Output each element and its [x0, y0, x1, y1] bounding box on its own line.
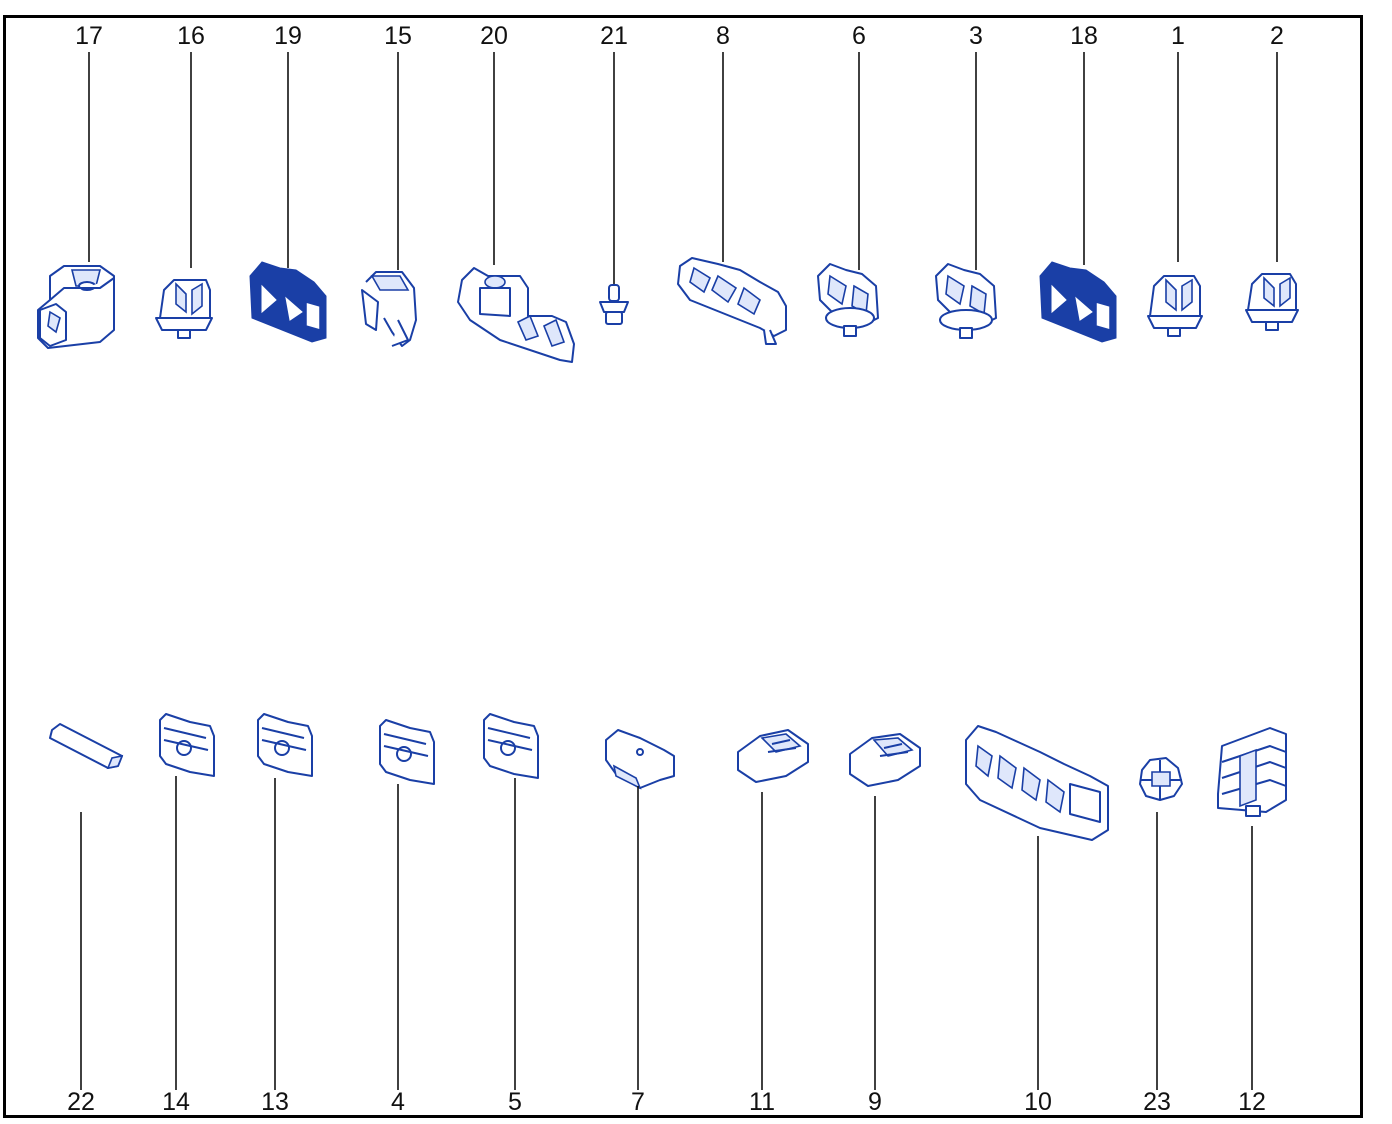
- callout-label: 9: [868, 1088, 882, 1116]
- bottom-leaders: [80, 776, 1253, 1090]
- part-5-band-clip: [483, 713, 539, 779]
- part-15-spring-clip: [361, 271, 417, 347]
- callout-label: 10: [1024, 1088, 1052, 1116]
- callout-label: 12: [1238, 1088, 1266, 1116]
- diagram-frame: [3, 15, 1363, 1118]
- part-19-double-clip: [249, 261, 327, 343]
- part-23-star-bushing: [1139, 757, 1183, 801]
- callout-label: 17: [75, 22, 103, 50]
- part-1-pipe-clip: [1147, 275, 1203, 337]
- callout-label: 11: [749, 1088, 775, 1116]
- callout-label: 23: [1143, 1088, 1171, 1116]
- part-16-pipe-clip: [155, 279, 213, 339]
- callout-label: 1: [1171, 22, 1185, 50]
- callout-label: 6: [852, 22, 866, 50]
- part-17-clip-nut: [37, 265, 115, 349]
- part-9-connector-block: [849, 733, 921, 787]
- part-7-retainer: [605, 729, 675, 790]
- callout-label: 22: [67, 1088, 95, 1116]
- part-21-pin: [599, 284, 629, 325]
- part-8-triple-clip: [677, 257, 787, 345]
- callout-label: 7: [631, 1088, 645, 1116]
- callout-label: 16: [177, 22, 205, 50]
- top-labels: 17 16 19 15 20 21 8 6 3 18 1 2: [75, 22, 1284, 50]
- part-14-band-clip: [159, 713, 215, 777]
- callout-label: 21: [600, 22, 628, 50]
- part-20-multi-clip: [457, 267, 575, 363]
- callout-label: 13: [261, 1088, 289, 1116]
- callout-label: 5: [508, 1088, 522, 1116]
- callout-label: 20: [480, 22, 508, 50]
- part-10-quad-clip: [965, 725, 1109, 841]
- callout-label: 19: [274, 22, 302, 50]
- part-2-pipe-clip: [1245, 273, 1299, 331]
- callout-label: 18: [1070, 22, 1098, 50]
- callout-label: 14: [162, 1088, 190, 1116]
- part-6-pipe-clip: [817, 263, 879, 337]
- part-3-pipe-clip: [935, 263, 997, 339]
- part-13-band-clip: [257, 713, 313, 777]
- part-12-stacked-clip: [1217, 727, 1287, 817]
- part-4-band-clip: [379, 719, 435, 785]
- callout-label: 8: [716, 22, 730, 50]
- callout-label: 3: [969, 22, 983, 50]
- part-22-key-bar: [49, 723, 124, 770]
- part-11-connector-block: [737, 729, 809, 783]
- callout-label: 15: [384, 22, 412, 50]
- bottom-labels: 22 14 13 4 5 7 11 9 10 23 12: [67, 1088, 1266, 1116]
- part-18-double-clip: [1039, 261, 1117, 343]
- callout-label: 4: [391, 1088, 405, 1116]
- top-leaders: [88, 52, 1278, 286]
- callout-label: 2: [1270, 22, 1284, 50]
